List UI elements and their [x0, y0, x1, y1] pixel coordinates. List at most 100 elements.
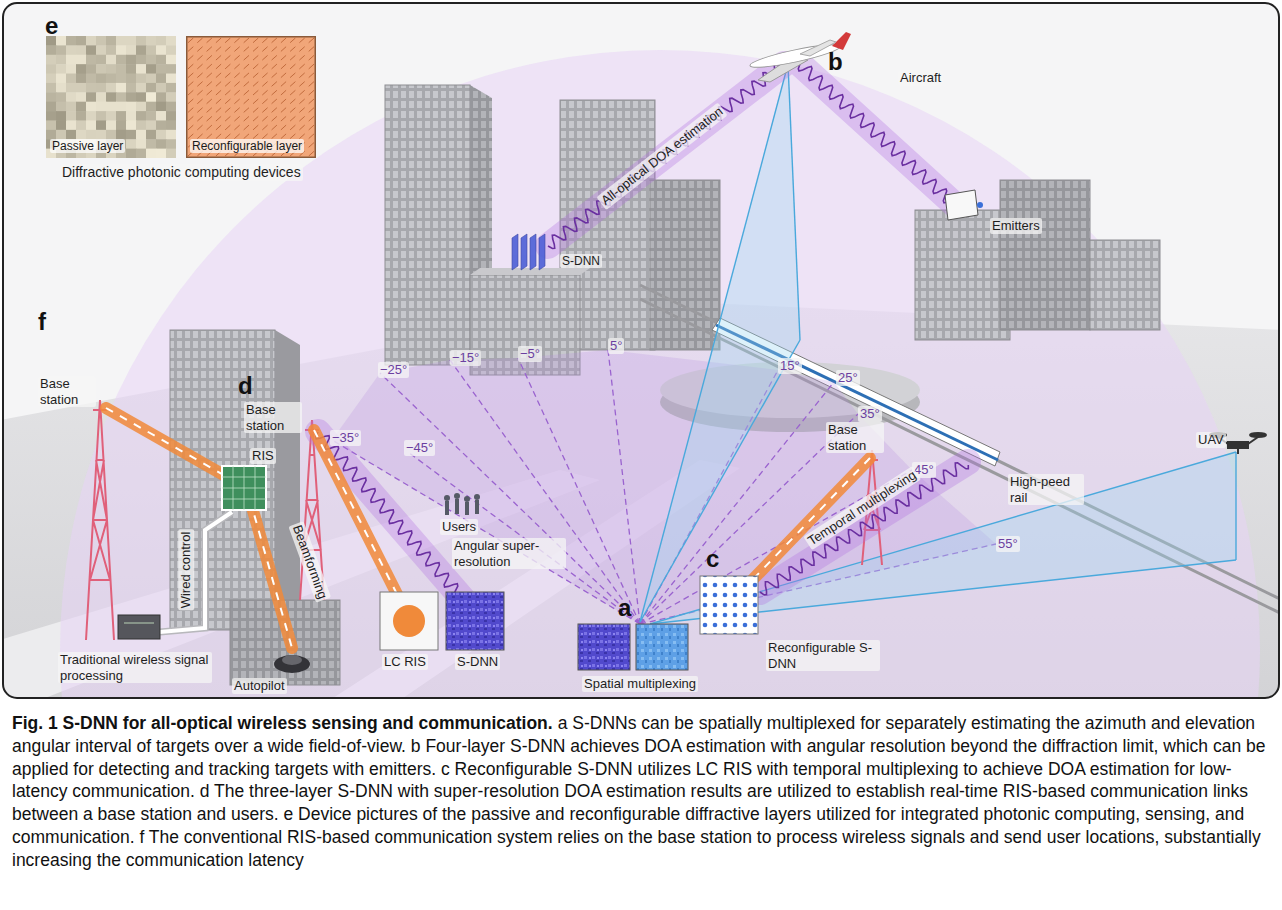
texture-line — [299, 125, 304, 130]
texture-line — [262, 134, 267, 139]
texture-line — [207, 73, 212, 78]
texture-cell — [136, 139, 147, 149]
texture-line — [216, 73, 221, 78]
texture-line — [253, 108, 258, 113]
texture-cell — [156, 139, 167, 149]
art-rect — [445, 501, 449, 515]
texture-cell — [76, 45, 87, 55]
figure-label: UAV — [1196, 432, 1226, 448]
figure-label: Aircraft — [898, 70, 943, 86]
texture-line — [216, 64, 221, 69]
texture-line — [234, 90, 239, 95]
texture-line — [272, 108, 277, 113]
texture-cell — [146, 92, 157, 102]
texture-line — [253, 125, 258, 130]
texture-cell — [156, 120, 167, 130]
panel-letter: b — [828, 48, 843, 77]
texture-line — [272, 73, 277, 78]
art-rect — [3, 3, 1279, 698]
texture-line — [253, 64, 258, 69]
texture-line — [197, 38, 202, 43]
texture-line — [244, 125, 249, 130]
texture-cell — [116, 45, 127, 55]
texture-line — [281, 99, 286, 104]
texture-cell — [46, 45, 57, 55]
texture-line — [244, 73, 249, 78]
texture-cell — [46, 92, 57, 102]
texture-line — [234, 64, 239, 69]
texture-line — [207, 82, 212, 87]
figure-label: 15° — [778, 358, 802, 374]
texture-line — [225, 90, 230, 95]
texture-line — [244, 47, 249, 52]
texture-cell — [166, 64, 176, 74]
texture-cell — [136, 74, 147, 84]
texture-line — [299, 73, 304, 78]
art-rect — [170, 330, 275, 630]
art-rect — [650, 180, 720, 350]
texture-cell — [86, 83, 97, 93]
art-ellipse — [60, 50, 1260, 698]
art-rect — [578, 624, 630, 670]
texture-cell — [86, 45, 97, 55]
texture-cell — [96, 92, 107, 102]
texture-line — [290, 134, 295, 139]
figure-label: Angular super-resolution — [452, 538, 566, 569]
texture-line — [309, 99, 314, 104]
art-path — [86, 400, 114, 640]
texture-cell — [86, 111, 97, 121]
texture-cell — [136, 83, 147, 93]
texture-line — [262, 125, 267, 130]
texture-line — [207, 134, 212, 139]
texture-line — [299, 38, 304, 43]
texture-line — [225, 38, 230, 43]
texture-line — [207, 125, 212, 130]
texture-line — [234, 125, 239, 130]
texture-line — [207, 47, 212, 52]
texture-cell — [86, 74, 97, 84]
texture-line — [197, 82, 202, 87]
art-rect — [380, 592, 438, 650]
texture-line — [281, 108, 286, 113]
texture-line — [290, 82, 295, 87]
art-circle — [454, 493, 460, 499]
art-circle — [464, 496, 470, 502]
texture-line — [309, 134, 314, 139]
texture-cell — [146, 74, 157, 84]
texture-line — [225, 64, 230, 69]
texture-line — [299, 64, 304, 69]
texture-line — [244, 38, 249, 43]
texture-cell — [116, 74, 127, 84]
texture-line — [188, 82, 193, 87]
art-line — [608, 350, 640, 624]
caption-title: Fig. 1 S-DNN for all-optical wireless se… — [12, 713, 553, 733]
texture-cell — [156, 45, 167, 55]
texture-line — [197, 55, 202, 60]
texture-cell — [106, 64, 117, 74]
texture-line — [281, 55, 286, 60]
texture-cell — [56, 111, 67, 121]
texture-cell — [56, 102, 67, 112]
texture-line — [272, 134, 277, 139]
signal-wave — [798, 64, 957, 203]
texture-line — [253, 82, 258, 87]
texture-cell — [56, 83, 67, 93]
texture-cell — [76, 102, 87, 112]
texture-cell — [146, 36, 157, 46]
texture-line — [207, 64, 212, 69]
art-g — [512, 234, 545, 270]
texture-line — [207, 55, 212, 60]
art-polygon — [539, 234, 545, 270]
texture-line — [272, 116, 277, 121]
texture-line — [272, 99, 277, 104]
texture-line — [225, 47, 230, 52]
texture-cell — [136, 64, 147, 74]
figure-label: S-DNN — [560, 254, 602, 268]
texture-line — [281, 73, 286, 78]
texture-cell — [156, 149, 167, 158]
texture-cell — [166, 130, 176, 140]
texture-cell — [96, 64, 107, 74]
texture-line — [309, 47, 314, 52]
texture-line — [281, 47, 286, 52]
texture-cell — [66, 83, 77, 93]
